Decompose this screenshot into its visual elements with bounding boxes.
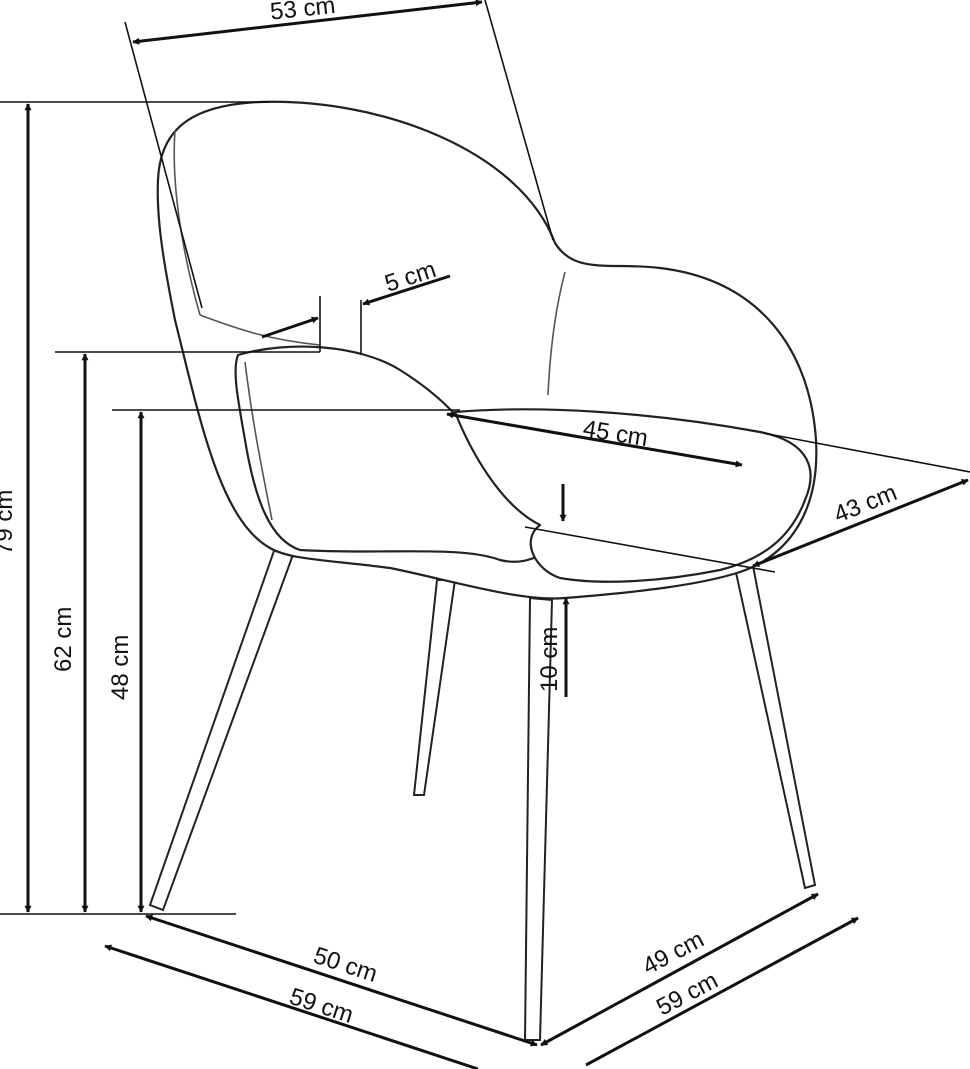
label-48-cm: 48 cm <box>107 635 134 700</box>
back-inner-seam <box>199 314 321 346</box>
dim-53-width <box>132 0 483 45</box>
ext-43-bottom <box>524 526 776 573</box>
dim-50-leg-span <box>145 914 538 1047</box>
dim-59-depth <box>585 916 859 1067</box>
ext-53-left <box>124 21 203 309</box>
dim-43-seat-depth <box>752 478 969 568</box>
label-59-cm-left: 59 cm <box>286 983 357 1029</box>
label-59-cm-right: 59 cm <box>652 967 722 1022</box>
label-10-cm: 10 cm <box>536 627 563 692</box>
dim-49-leg-span <box>540 892 819 1047</box>
left-armrest <box>234 345 562 563</box>
ext-43-top <box>762 432 970 473</box>
dim-5-right-arrow <box>362 274 451 306</box>
back-right-leg <box>733 564 817 890</box>
ext-53-right <box>484 0 554 241</box>
dim-5-left-arrow <box>261 316 319 339</box>
label-53-cm: 53 cm <box>269 0 337 26</box>
right-back-seam <box>547 271 566 396</box>
label-62-cm: 62 cm <box>50 607 77 672</box>
chair-illustration <box>148 100 818 1041</box>
dim-45-seat-width <box>446 411 743 468</box>
dim-59-width <box>104 944 479 1069</box>
armrest-seam <box>244 361 273 521</box>
label-79-cm: 79 cm <box>0 490 18 555</box>
front-left-leg <box>148 546 296 912</box>
back-left-leg <box>412 579 457 796</box>
